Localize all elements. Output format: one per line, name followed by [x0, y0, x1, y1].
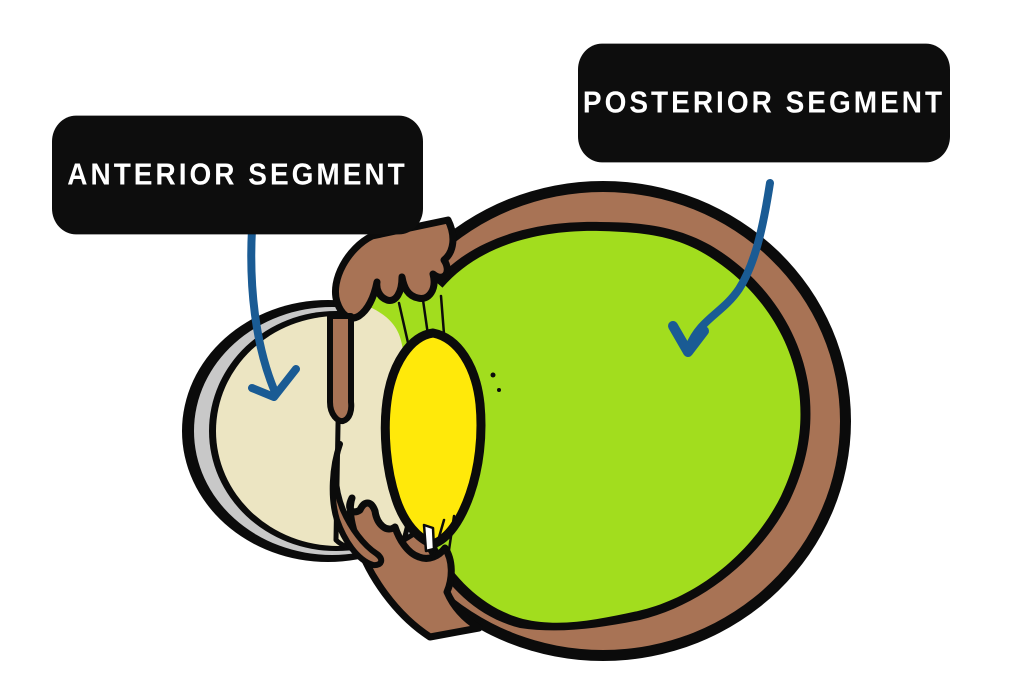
- ciliary-body-lower: [346, 494, 483, 641]
- anterior-arrowhead-icon: [248, 365, 300, 401]
- posterior-arrow-icon: [685, 179, 774, 351]
- annotation-arrows: [247, 179, 774, 401]
- lens: [380, 328, 486, 549]
- eye-parts: [327, 216, 501, 641]
- lens-notch: [422, 523, 436, 553]
- posterior-segment-label: POSTERIOR SEGMENT: [578, 43, 950, 163]
- posterior-arrowhead-icon: [668, 321, 709, 357]
- anterior-arrow-icon: [247, 225, 279, 396]
- ciliary-body-upper: [332, 216, 457, 322]
- iris-lower: [329, 441, 385, 569]
- speck-dot-1: [490, 372, 496, 378]
- zonule-fibers-lower: [431, 514, 456, 560]
- speck-dot-2: [497, 388, 501, 392]
- posterior-segment-label-text: POSTERIOR SEGMENT: [582, 85, 946, 120]
- iris-upper: [327, 313, 355, 425]
- anterior-segment-label-text: ANTERIOR SEGMENT: [67, 157, 408, 192]
- anterior-segment-label: ANTERIOR SEGMENT: [52, 115, 423, 235]
